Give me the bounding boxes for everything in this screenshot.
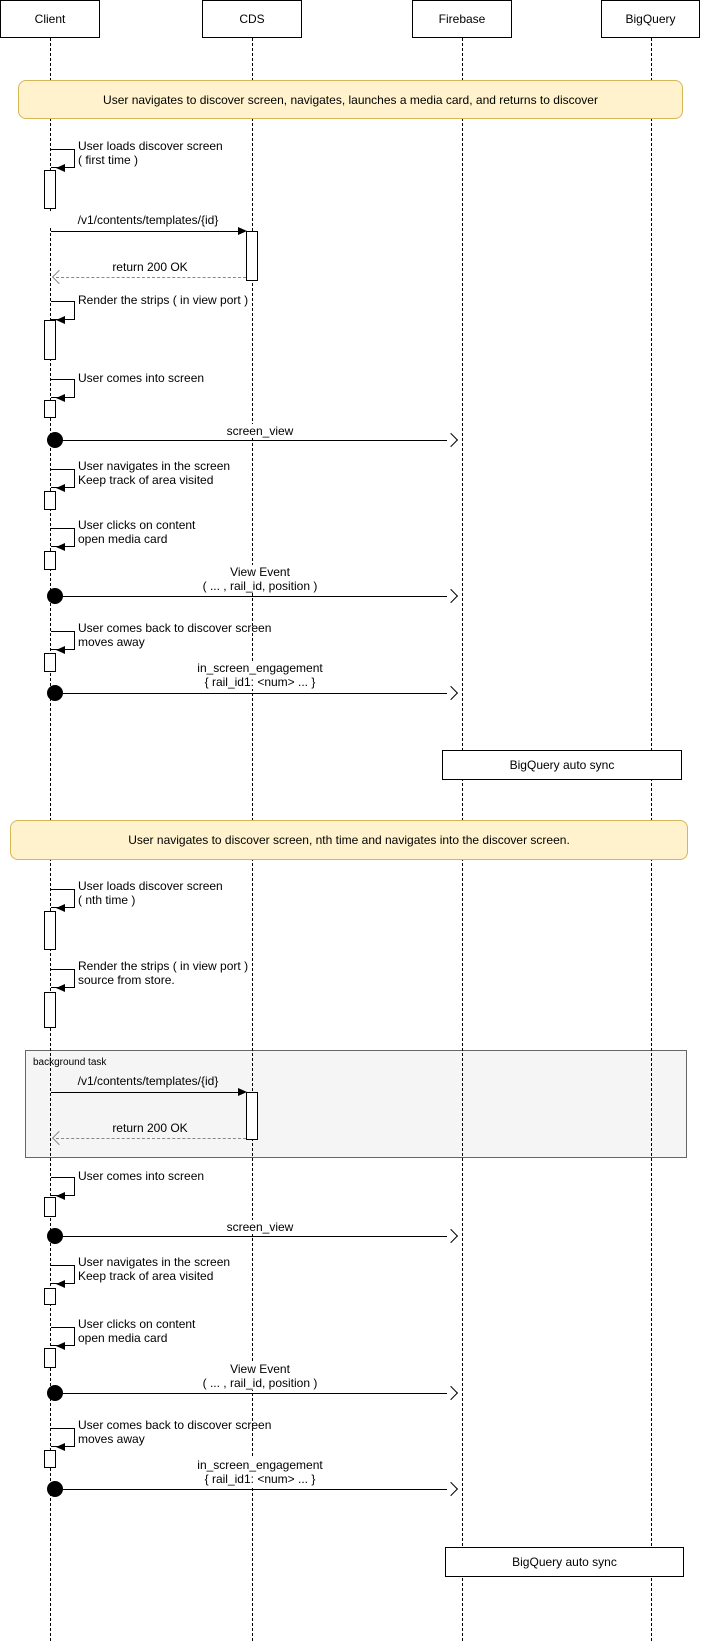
message-text-line: ( nth time ): [78, 893, 136, 907]
activation-bar-client: [44, 1348, 56, 1368]
activation-bar-client: [44, 1450, 56, 1468]
message-text-line: Render the strips ( in view port ): [78, 293, 249, 307]
message-label-line: { rail_id1: <num> ... }: [204, 675, 316, 689]
message-line: [63, 596, 447, 597]
message-label: return 200 OK: [112, 1121, 188, 1135]
return-message-line: [56, 1138, 246, 1139]
message-text-line: open media card: [78, 532, 168, 546]
message-text-line: User loads discover screen: [78, 879, 223, 893]
message-text-line: User comes into screen: [78, 371, 205, 385]
message-text-line: User clicks on content: [78, 1317, 196, 1331]
message-text-line: moves away: [78, 1432, 145, 1446]
actor-cds: CDS: [202, 0, 302, 38]
message-line: [63, 1393, 447, 1394]
arrowhead-icon: [238, 1088, 247, 1096]
activation-bar-client: [44, 491, 56, 510]
actor-client-label: Client: [34, 12, 66, 26]
message-text-line: User navigates in the screen: [78, 459, 231, 473]
message-text-line: ( first time ): [78, 153, 138, 167]
actor-cds-label: CDS: [239, 12, 265, 26]
note-section-2: User navigates to discover screen, nth t…: [10, 820, 688, 860]
message-text-line: open media card: [78, 1331, 168, 1345]
message-line: [51, 231, 238, 232]
message-label-line: ( ... , rail_id, position ): [202, 579, 318, 593]
arrowhead-icon: [56, 646, 65, 654]
bigquery-auto-sync-box-2: BigQuery auto sync: [445, 1547, 684, 1577]
activation-bar-client: [44, 653, 56, 672]
arrowhead-icon: [56, 1443, 65, 1451]
message-label-line: in_screen_engagement: [197, 1458, 323, 1472]
found-message-circle: [47, 1385, 63, 1401]
message-text-line: source from store.: [78, 973, 175, 987]
message-text-line: Render the strips ( in view port ): [78, 959, 249, 973]
message-text-line: moves away: [78, 635, 145, 649]
activation-bar-client: [44, 992, 56, 1028]
arrowhead-icon: [56, 904, 65, 912]
bigquery-auto-sync-box-1: BigQuery auto sync: [442, 750, 682, 780]
message-line: [63, 1236, 447, 1237]
message-line: [63, 693, 447, 694]
activation-bar-client: [44, 170, 56, 209]
activation-bar-client: [44, 1197, 56, 1217]
message-text-line: User loads discover screen: [78, 139, 223, 153]
message-text-line: User comes back to discover screen: [78, 621, 272, 635]
activation-bar-client: [44, 400, 56, 418]
message-line: [51, 1092, 238, 1093]
note-1-text: User navigates to discover screen, navig…: [103, 92, 598, 107]
arrowhead-icon: [56, 1342, 65, 1350]
arrowhead-icon: [56, 394, 65, 402]
message-label: /v1/contents/templates/{id}: [77, 1074, 219, 1088]
arrowhead-icon: [56, 984, 65, 992]
message-line: [63, 440, 447, 441]
activation-bar-cds: [246, 1092, 258, 1140]
return-message-line: [56, 277, 246, 278]
message-label: /v1/contents/templates/{id}: [50, 213, 246, 227]
activation-bar-cds: [246, 231, 258, 281]
sync-box-label: BigQuery auto sync: [509, 758, 615, 772]
note-section-1: User navigates to discover screen, navig…: [18, 80, 683, 119]
arrowhead-icon: [56, 1192, 65, 1200]
activation-bar-client: [44, 911, 56, 950]
message-label-line: View Event: [230, 1362, 290, 1376]
message-label: screen_view: [60, 424, 460, 438]
arrowhead-icon: [56, 484, 65, 492]
message-label-line: View Event: [230, 565, 290, 579]
message-label: screen_view: [60, 1220, 460, 1234]
message-text-line: User comes into screen: [78, 1169, 205, 1183]
activation-bar-client: [44, 320, 56, 360]
message-line: [63, 1489, 447, 1490]
activation-bar-client: [44, 1288, 56, 1305]
message-label: return 200 OK: [54, 260, 246, 274]
message-text-line: User clicks on content: [78, 518, 196, 532]
found-message-circle: [47, 685, 63, 701]
message-text-line: Keep track of area visited: [78, 473, 214, 487]
actor-bigquery-label: BigQuery: [625, 12, 676, 26]
arrowhead-icon: [56, 543, 65, 551]
actor-firebase-label: Firebase: [438, 12, 486, 26]
sync-box-label: BigQuery auto sync: [512, 1555, 617, 1569]
note-2-text: User navigates to discover screen, nth t…: [128, 833, 570, 847]
arrowhead-icon: [56, 164, 65, 172]
message-label-line: in_screen_engagement: [197, 661, 323, 675]
found-message-circle: [47, 1228, 63, 1244]
background-task-frame-label: background task: [33, 1057, 107, 1068]
found-message-circle: [47, 432, 63, 448]
activation-bar-client: [44, 551, 56, 570]
arrowhead-icon: [238, 227, 247, 235]
found-message-circle: [47, 1481, 63, 1497]
actor-client: Client: [0, 0, 100, 38]
message-text-line: User comes back to discover screen: [78, 1418, 272, 1432]
message-text-line: Keep track of area visited: [78, 1269, 214, 1283]
message-text-line: User navigates in the screen: [78, 1255, 231, 1269]
message-label-line: ( ... , rail_id, position ): [202, 1376, 318, 1390]
actor-bigquery: BigQuery: [601, 0, 700, 38]
arrowhead-icon: [56, 316, 65, 324]
found-message-circle: [47, 588, 63, 604]
background-task-frame: [25, 1050, 687, 1158]
arrowhead-icon: [56, 1280, 65, 1288]
actor-firebase: Firebase: [412, 0, 512, 38]
message-label-line: { rail_id1: <num> ... }: [204, 1472, 316, 1486]
